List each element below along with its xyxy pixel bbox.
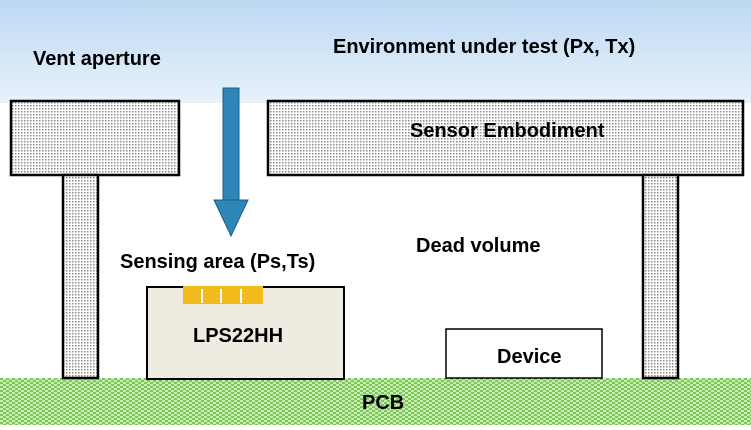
environment-region [0, 0, 751, 103]
pcb-label: PCB [362, 392, 405, 414]
sensing-area-label: Sensing area (Ps,Ts) [120, 251, 316, 273]
pcb-board [0, 378, 751, 425]
sensing-area-pads [183, 286, 263, 304]
sensor-embodiment-label: Sensor Embodiment [410, 120, 605, 142]
device-label: Device [497, 346, 562, 368]
device-box [445, 328, 603, 379]
embodiment-left-leg [61, 173, 100, 380]
embodiment-right-leg [641, 173, 680, 380]
sensor-chip-label: LPS22HH [193, 325, 284, 347]
vent-aperture-label: Vent aperture [33, 48, 161, 70]
environment-label: Environment under test (Px, Tx) [333, 36, 636, 58]
embodiment-left-cap [9, 99, 181, 177]
dead-volume-label: Dead volume [416, 235, 541, 257]
vent-arrow [213, 87, 249, 238]
embodiment-right-cap [266, 99, 745, 177]
